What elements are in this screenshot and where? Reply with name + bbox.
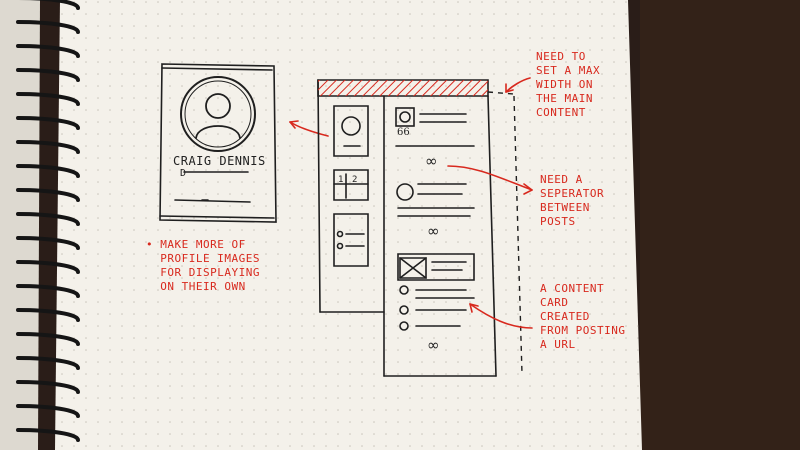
profile-name: CRAIG DENNIS bbox=[173, 154, 266, 168]
note-arrows bbox=[447, 77, 533, 329]
panel-number-1: 1 bbox=[338, 175, 344, 185]
note-content-card: A CONTENT CARD CREATED FROM POSTING A UR… bbox=[540, 282, 626, 351]
note-profile-images: • MAKE MORE OF PROFILE IMAGES FOR DISPLA… bbox=[146, 238, 260, 293]
quote-mark: 66 bbox=[397, 127, 410, 138]
note-separator: NEED A SEPERATOR BETWEEN POSTS bbox=[540, 173, 605, 228]
profile-card-sketch bbox=[159, 63, 277, 223]
left-page-edge bbox=[0, 0, 40, 450]
infinity-3: ∞ bbox=[427, 336, 440, 354]
profile-initial: D bbox=[180, 168, 187, 179]
header-hatch bbox=[318, 80, 488, 96]
infinity-1: ∞ bbox=[425, 152, 438, 170]
panel-number-2: 2 bbox=[352, 175, 358, 185]
infinity-2: ∞ bbox=[427, 222, 440, 240]
profile-arrow bbox=[289, 120, 329, 137]
note-max-width: NEED TO SET A MAX WIDTH ON THE MAIN CONT… bbox=[536, 50, 601, 119]
spiral-binding bbox=[16, 0, 80, 442]
